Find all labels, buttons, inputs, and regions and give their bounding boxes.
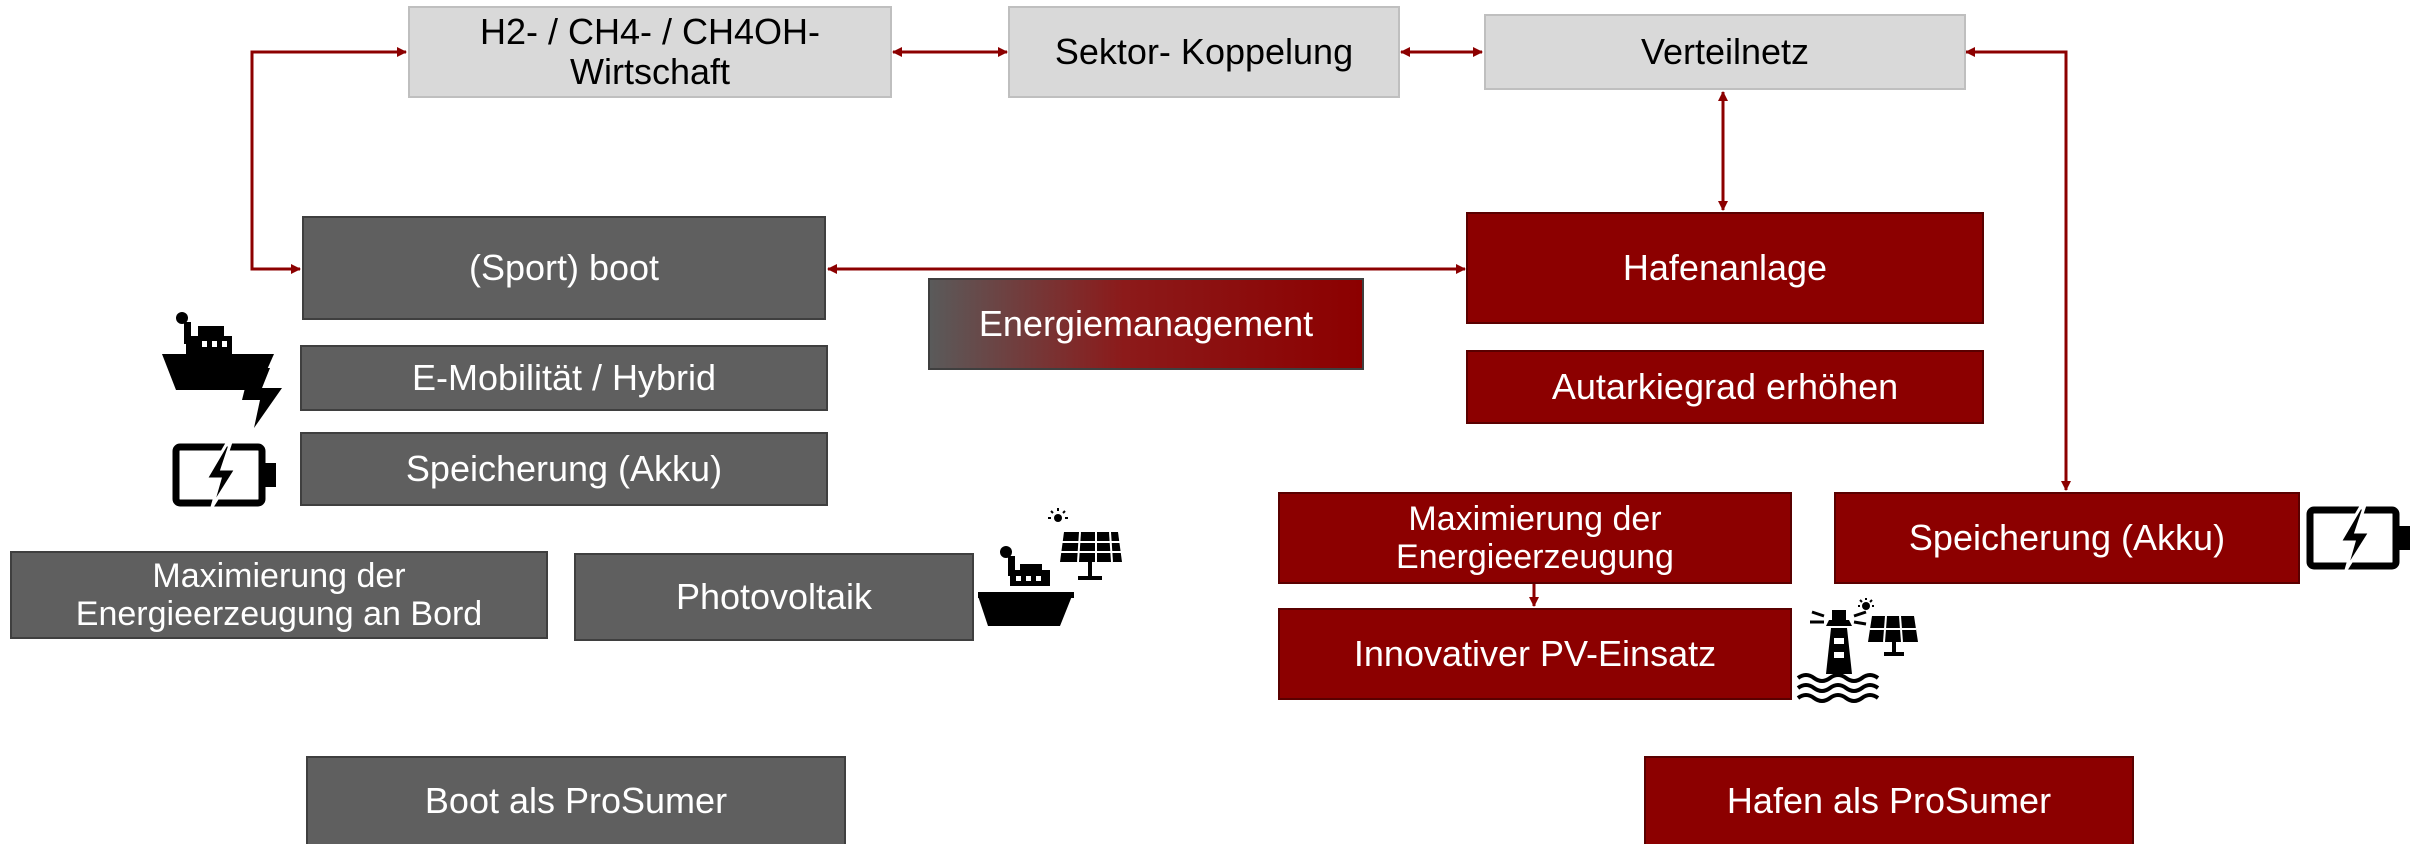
arrow-h2-boat [250, 47, 407, 274]
innovative-pv-box: Innovativer PV-Einsatz [1278, 608, 1792, 700]
arrow-grid-storage [1965, 47, 2071, 491]
autarky-box: Autarkiegrad erhöhen [1466, 350, 1984, 424]
harbor-prosumer-label: Hafen als ProSumer [1726, 779, 2052, 821]
boat-prosumer-box: Boot als ProSumer [306, 756, 846, 844]
battery-charging-icon [2306, 506, 2410, 571]
harbor-prosumer-box: Hafen als ProSumer [1644, 756, 2134, 844]
lighthouse-solar-icon [1796, 598, 1918, 703]
innovative-pv-label: Innovativer PV-Einsatz [1353, 632, 1717, 674]
harbor-box: Hafenanlage [1466, 212, 1984, 324]
sector-coupling-label: Sektor- Koppelung [1054, 30, 1354, 72]
boat-maximize-box: Maximierung der Energieerzeugung an Bord [10, 551, 548, 639]
energy-management-label: Energiemanagement [978, 302, 1314, 344]
sport-boat-box: (Sport) boot [302, 216, 826, 320]
harbor-label: Hafenanlage [1622, 246, 1828, 288]
distribution-grid-label: Verteilnetz [1640, 30, 1810, 72]
ship-charging-icon [162, 312, 282, 428]
distribution-grid-box: Verteilnetz [1484, 14, 1966, 90]
sport-boat-label: (Sport) boot [468, 246, 660, 288]
photovoltaics-box: Photovoltaik [574, 553, 974, 641]
e-mobility-label: E-Mobilität / Hybrid [411, 356, 717, 398]
harbor-maximize-label: Maximierung der Energieerzeugung [1396, 499, 1674, 576]
h2-economy-box: H2- / CH4- / CH4OH- Wirtschaft [408, 6, 892, 98]
sector-coupling-box: Sektor- Koppelung [1008, 6, 1400, 98]
boat-storage-box: Speicherung (Akku) [300, 432, 828, 506]
harbor-storage-box: Speicherung (Akku) [1834, 492, 2300, 584]
boat-prosumer-label: Boot als ProSumer [424, 779, 728, 821]
battery-charging-icon [172, 443, 276, 508]
autarky-label: Autarkiegrad erhöhen [1551, 365, 1899, 407]
energy-management-box: Energiemanagement [928, 278, 1364, 370]
photovoltaics-label: Photovoltaik [675, 575, 873, 617]
harbor-maximize-box: Maximierung der Energieerzeugung [1278, 492, 1792, 584]
boat-storage-label: Speicherung (Akku) [405, 447, 723, 489]
h2-economy-label: H2- / CH4- / CH4OH- Wirtschaft [479, 10, 821, 92]
harbor-storage-label: Speicherung (Akku) [1908, 516, 2226, 558]
ship-solar-icon [978, 508, 1122, 626]
boat-maximize-label: Maximierung der Energieerzeugung an Bord [75, 556, 483, 633]
e-mobility-box: E-Mobilität / Hybrid [300, 345, 828, 411]
